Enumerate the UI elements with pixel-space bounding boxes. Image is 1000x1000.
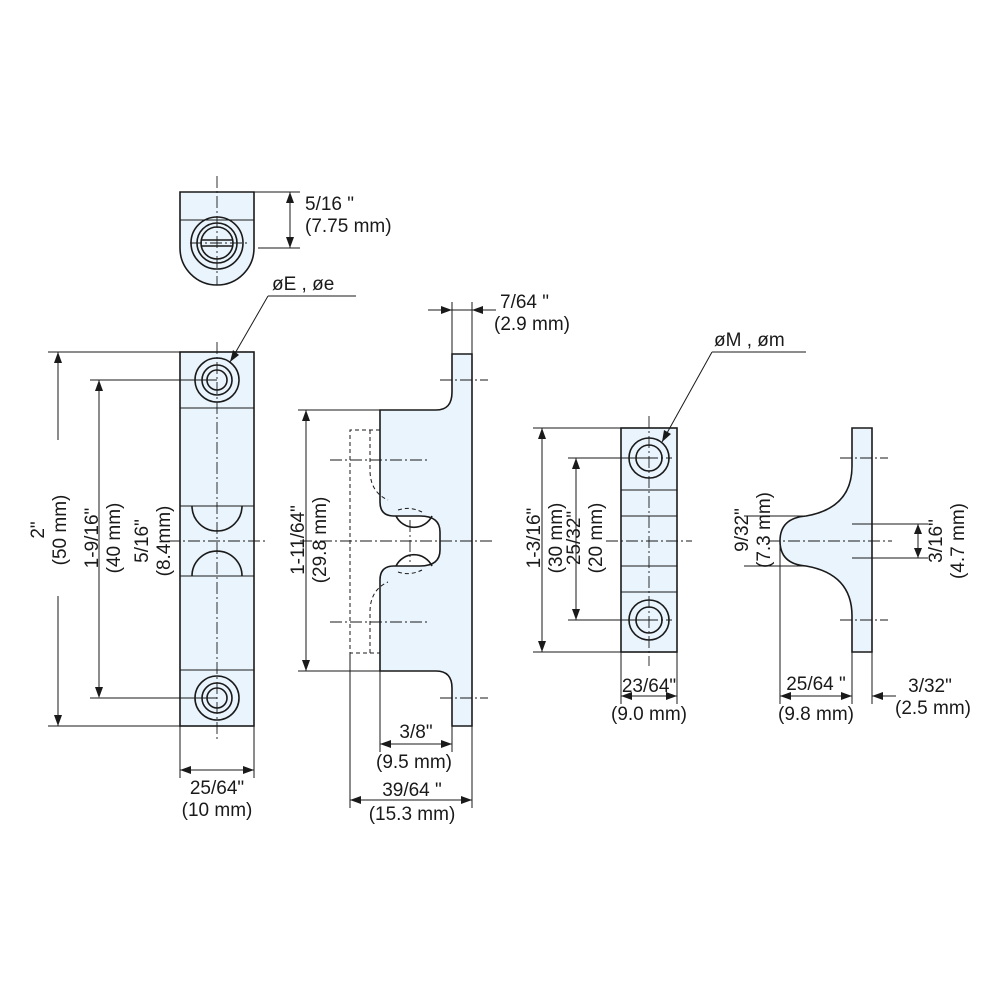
strike-width-mm-label: (9.0 mm)	[611, 704, 687, 725]
top-view: 5/16 " (7.75 mm)	[179, 176, 392, 286]
top-height-in-label: 5/16 "	[305, 194, 354, 215]
strike-front-view: øM , øm 1-3/16" (30 mm) 25/32" (20 mm) 2…	[524, 330, 806, 725]
side-height-mm-label: (29.8 mm)	[310, 497, 331, 584]
side-view-body	[379, 353, 473, 727]
offset-mm-label: (9.5 mm)	[376, 752, 452, 773]
side-view-hidden-housing	[349, 429, 380, 654]
depth-in-label: 39/64 "	[382, 780, 442, 801]
strike-side-body	[779, 427, 873, 653]
hole-e-label: øE , øe	[272, 274, 334, 295]
overall-len-mm-label: (50 mm)	[50, 495, 71, 566]
top-height-mm-label: (7.75 mm)	[305, 216, 392, 237]
head-height-in-label: 9/32"	[732, 508, 753, 552]
base-width-mm-label: (10 mm)	[182, 800, 253, 821]
plate-thick-in-label: 3/32"	[908, 676, 952, 697]
depth-mm-label: (15.3 mm)	[369, 804, 456, 825]
ball-gap-in-label: 5/16"	[132, 519, 153, 563]
side-view: 7/64 " (2.9 mm) 1-11/64" (29.8 mm) 3/8" …	[288, 292, 570, 825]
plate-thick-mm-label: (2.5 mm)	[895, 698, 971, 719]
strike-side-view: 9/32" (7.3 mm) 3/16" (4.7 mm) 25/64 " (9…	[732, 427, 971, 725]
hole-pitch-in-label: 1-9/16"	[82, 508, 103, 569]
neck-height-mm-label: (4.7 mm)	[948, 503, 969, 579]
strike-depth-mm-label: (9.8 mm)	[778, 704, 854, 725]
strike-len-in-label: 1-3/16"	[524, 508, 545, 569]
overall-len-in-label: 2"	[28, 521, 49, 538]
strike-depth-in-label: 25/64 "	[786, 674, 846, 695]
neck-height-in-label: 3/16"	[926, 519, 947, 563]
strike-pitch-mm-label: (20 mm)	[586, 503, 607, 574]
strike-len-mm-label: (30 mm)	[546, 503, 567, 574]
hole-pitch-mm-label: (40 mm)	[104, 503, 125, 574]
ball-gap-mm-label: (8.4mm)	[154, 506, 175, 577]
hole-m-label: øM , øm	[714, 330, 785, 351]
offset-in-label: 3/8"	[399, 722, 432, 743]
tongue-thick-in-label: 7/64 "	[500, 292, 549, 313]
head-height-mm-label: (7.3 mm)	[754, 492, 775, 568]
front-view: øE , øe 2" (50 mm) 1-9/16" (40 mm) 5/16"…	[28, 274, 356, 821]
strike-width-in-label: 23/64"	[622, 676, 676, 697]
tongue-thick-mm-label: (2.9 mm)	[494, 314, 570, 335]
side-height-in-label: 1-11/64"	[288, 505, 309, 575]
base-width-in-label: 25/64"	[190, 778, 244, 799]
strike-pitch-in-label: 25/32"	[564, 511, 585, 565]
